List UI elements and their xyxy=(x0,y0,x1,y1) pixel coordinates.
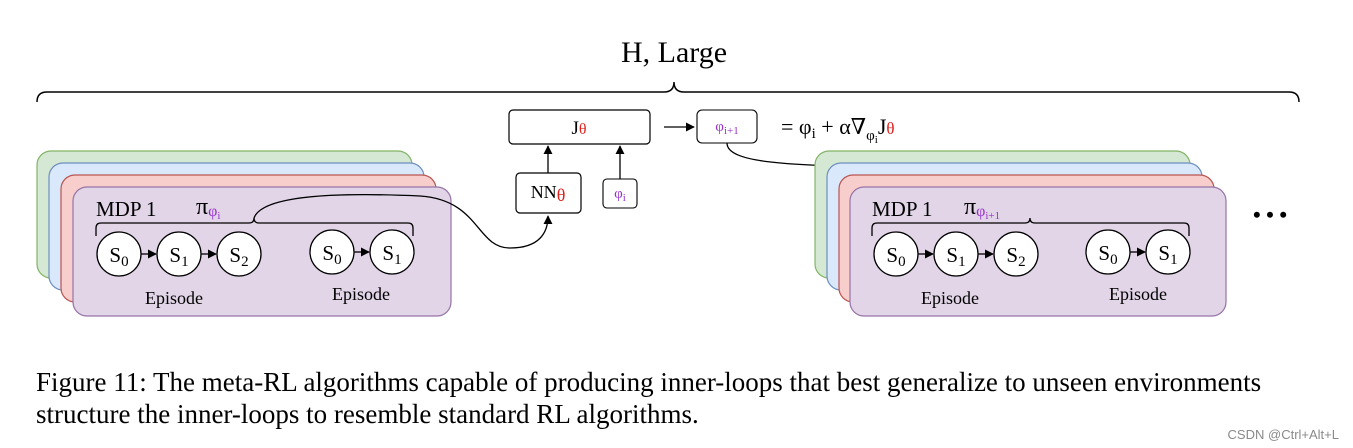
right-ep2-state-s0-label: S0 xyxy=(1098,241,1117,268)
right-state-s2-label: S2 xyxy=(1006,243,1025,270)
right-state-s0-label: S0 xyxy=(886,243,905,270)
objective-box xyxy=(508,109,651,145)
figure-caption: Figure 11: The meta-RL algorithms capabl… xyxy=(36,367,1262,429)
continuation-ellipsis: • • • xyxy=(1253,202,1287,227)
right-episode-2-label: Episode xyxy=(1109,284,1167,304)
left-mdp-stack: MDP 1 πφi S0 S1 S2 Episode S0 S1 Episode xyxy=(36,150,452,317)
left-state-s0-label: S0 xyxy=(109,243,128,270)
right-states-brace xyxy=(871,217,1190,236)
right-mdp-stack: MDP 1 πφi+1 S0 S1 S2 Episode S0 S1 Episo… xyxy=(814,150,1227,317)
phi-next-label: φi+1 xyxy=(715,119,738,137)
watermark: CSDN @Ctrl+Alt+L xyxy=(1227,427,1339,442)
left-ep2-state-s1-label: S1 xyxy=(382,241,401,268)
left-mdp-label: MDP 1 xyxy=(96,197,157,221)
objective-label: Jθ xyxy=(571,118,586,139)
left-policy-label: πφi xyxy=(196,194,220,222)
right-episode-1-label: Episode xyxy=(921,288,979,308)
left-ep2-state-s0-label: S0 xyxy=(322,241,341,268)
arrow-policy-to-network xyxy=(253,193,553,249)
top-brace xyxy=(36,81,1300,103)
right-state-s1-label: S1 xyxy=(946,243,965,270)
left-episode-2-label: Episode xyxy=(332,284,390,304)
diagram-title: H, Large xyxy=(621,36,727,69)
left-episode-1-label: Episode xyxy=(145,288,203,308)
right-mdp-label: MDP 1 xyxy=(872,197,933,221)
left-mdp-card-purple xyxy=(72,186,452,317)
left-ep2-state-s1 xyxy=(369,229,415,275)
left-state-s1-label: S1 xyxy=(169,243,188,270)
left-state-s2-label: S2 xyxy=(229,243,248,270)
right-state-s2 xyxy=(993,231,1039,277)
right-policy-label: πφi+1 xyxy=(964,194,1000,222)
update-rule: = φi + α∇φiJθ xyxy=(781,114,895,146)
phi-i-label: φi xyxy=(614,186,626,204)
network-label: NNθ xyxy=(531,182,566,205)
right-ep2-state-s1-label: S1 xyxy=(1158,241,1177,268)
left-state-s2 xyxy=(216,231,262,277)
right-ep2-state-s1 xyxy=(1145,229,1191,275)
